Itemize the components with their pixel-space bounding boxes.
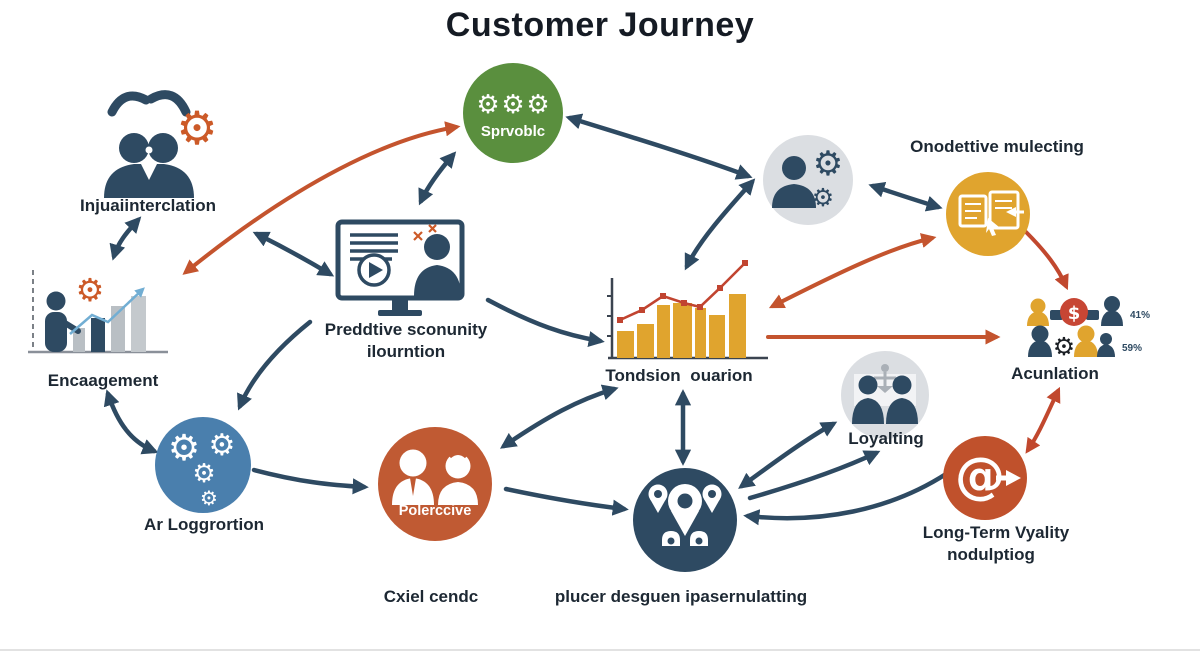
label-personalization: plucer desguen ipasernulatting	[554, 587, 808, 606]
aggregation-gears-icon: ⚙ ⚙ ⚙ ⚙	[155, 417, 251, 513]
dollar-icon: $	[1068, 303, 1081, 324]
stat-top: 41%	[1130, 310, 1151, 321]
label-service: Sprvoblc	[480, 123, 546, 140]
label-engagement: Encaagement	[47, 371, 159, 390]
label-loyalty: Loyalting	[848, 429, 924, 448]
gear-icon: ⚙	[192, 459, 215, 489]
arrow-predictive-conversion	[485, 297, 605, 348]
label-aggregation: Ar Loggrortion	[144, 515, 264, 534]
label-intake: Injuaiinterclation	[79, 196, 217, 215]
arrow-service-predictive	[418, 151, 457, 206]
audience-people-icon	[378, 427, 492, 541]
gear-icon: ⚙	[200, 486, 218, 510]
video-monitor-icon	[335, 219, 465, 316]
arrow-longterm-personalization	[743, 471, 949, 526]
arrow-audience-conversion	[499, 384, 619, 449]
conversion-chart-icon	[607, 260, 768, 360]
gear-icon: ⚙	[526, 90, 549, 120]
loyalty-people-icon	[841, 351, 929, 439]
engagement-chart-icon: ⚙	[28, 270, 168, 354]
gear-icon: ⚙	[209, 428, 236, 463]
label-marketing: Onodettive mulecting	[910, 137, 1084, 156]
bug-gear-icon: ⚙	[1053, 332, 1075, 361]
label-audience-circle: Polerccive	[398, 503, 472, 519]
service-gears-icon: ⚙ ⚙ ⚙	[463, 63, 563, 163]
page-title: Customer Journey	[445, 6, 755, 44]
label-conversion: Tondsion ouarion	[605, 366, 753, 385]
arrow-service-persona	[565, 113, 753, 180]
label-longterm-line2: nodulptiog	[947, 545, 1035, 564]
acquisition-network-icon: $ ⚙	[1027, 296, 1123, 361]
longterm-target-icon: @	[943, 436, 1027, 520]
label-predictive-line1: Preddtive sconunity	[324, 320, 488, 339]
arrow-marketing-acquisition	[1024, 230, 1069, 291]
gear-icon: ⚙	[813, 144, 843, 184]
arrow-predictive-aggregation	[237, 319, 313, 411]
gear-icon: ⚙	[168, 428, 200, 469]
gear-icon: ⚙	[812, 183, 834, 212]
arrow-aggregation-audience	[251, 467, 369, 495]
arrow-acquisition-longterm	[1025, 386, 1061, 454]
arrow-engagement-aggregation	[103, 389, 159, 455]
location-pins-icon	[633, 468, 737, 572]
persona-gears-icon: ⚙ ⚙	[763, 135, 853, 225]
arrow-persona-marketing	[868, 181, 943, 212]
arrow-persona-conversion	[684, 178, 756, 271]
label-longterm-line1: Long-Term Vyality	[922, 523, 1070, 542]
label-predictive-line2: ilourntion	[366, 342, 446, 361]
arrow-personalization-longterm	[747, 450, 881, 501]
content-doc-icon	[946, 172, 1030, 256]
gear-icon: ⚙	[501, 90, 524, 120]
arrow-intake-predictive	[252, 231, 335, 277]
arrow-conversion-marketing	[768, 233, 937, 309]
arrow-intake-engagement	[109, 216, 142, 261]
label-audience: Cxiel cendc	[383, 587, 479, 606]
arrow-audience-personalization	[503, 486, 629, 516]
gear-icon: ⚙	[176, 101, 217, 155]
connector-arrows	[103, 113, 1069, 526]
gear-icon: ⚙	[476, 90, 499, 120]
stat-bottom: 59%	[1122, 343, 1143, 354]
sparkle-marks	[413, 224, 437, 241]
gear-icon: ⚙	[76, 271, 105, 309]
customer-gear-icon: ⚙	[104, 90, 218, 198]
arrow-engagement-service	[182, 121, 461, 275]
arrow-personalization-loyalty	[738, 421, 838, 489]
label-acquisition: Acunlation	[1011, 364, 1099, 383]
